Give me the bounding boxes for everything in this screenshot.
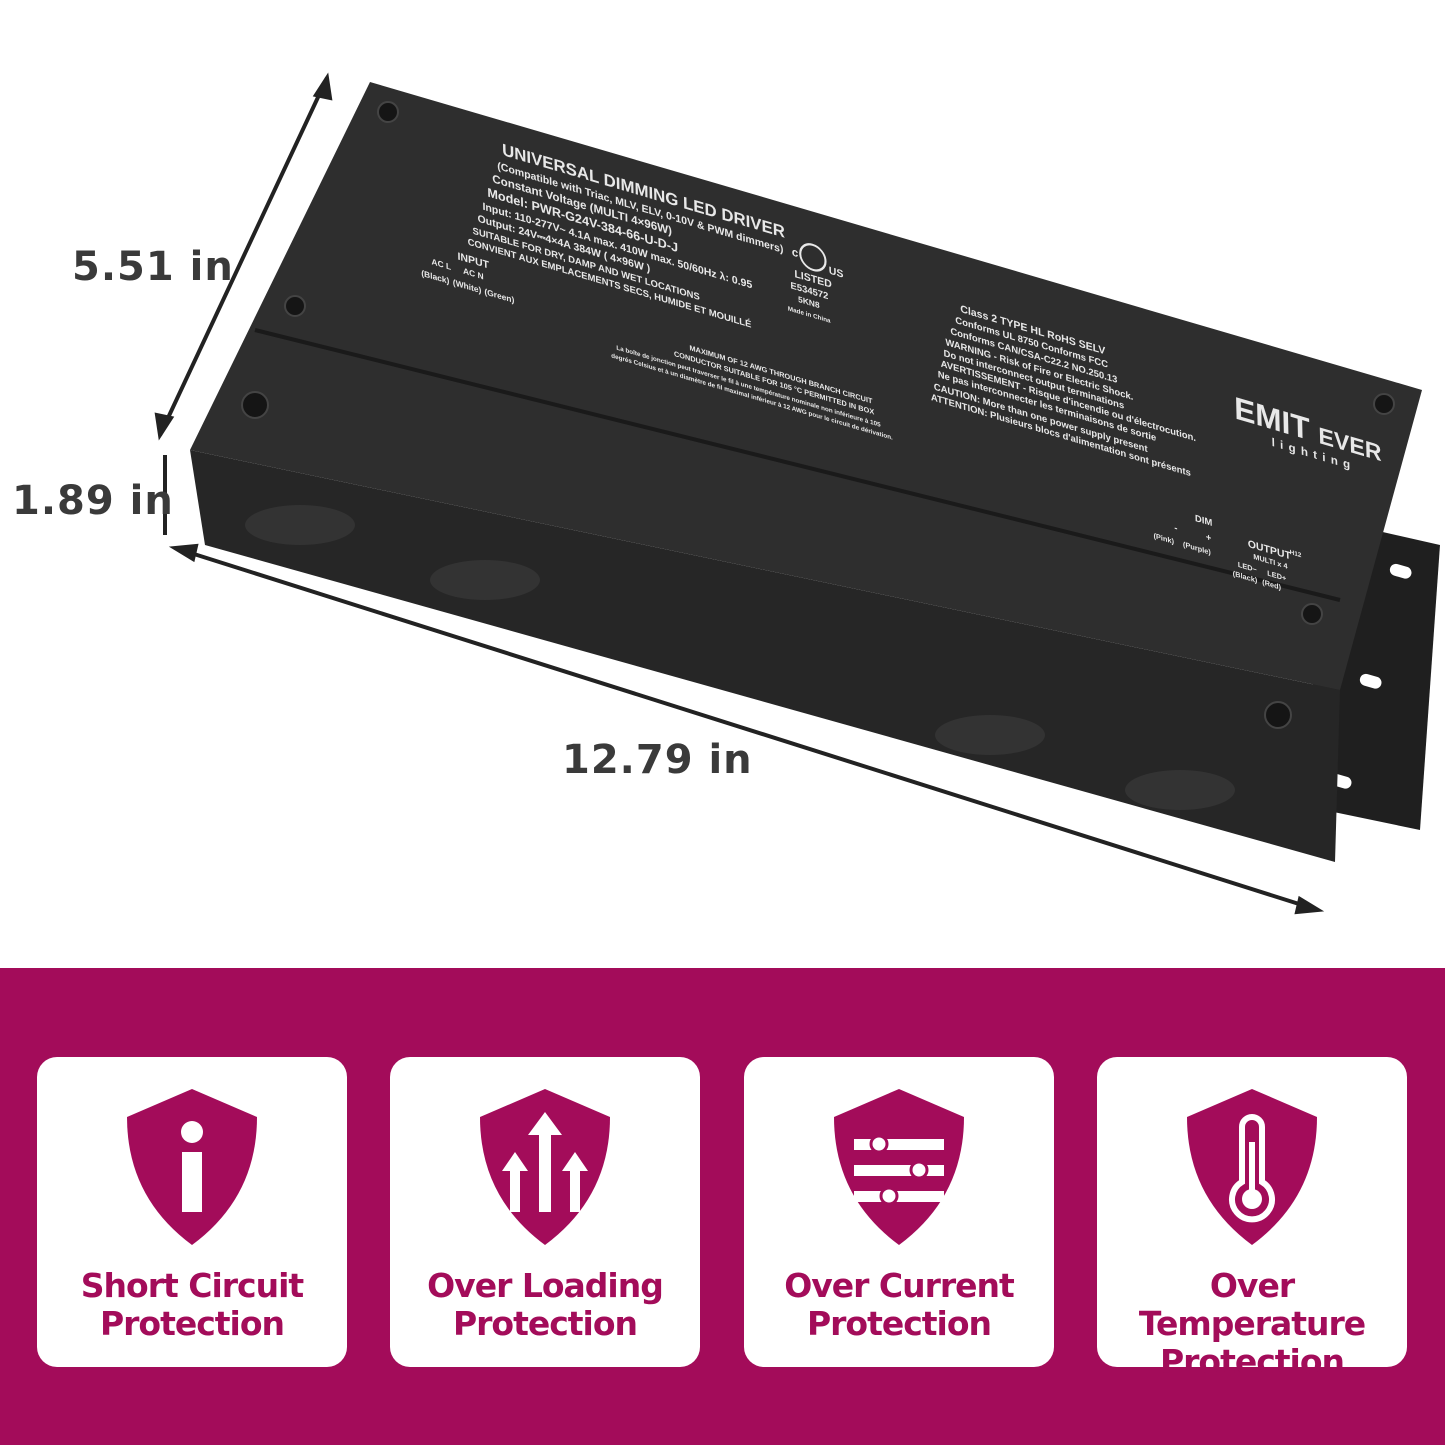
svg-text:H12: H12 bbox=[1290, 549, 1302, 559]
depth-dimension: 5.51 in bbox=[72, 244, 234, 290]
svg-text:c: c bbox=[792, 246, 799, 261]
info-shield-icon bbox=[127, 1089, 257, 1245]
thermometer-shield-icon bbox=[1187, 1089, 1317, 1245]
height-dimension: 1.89 in bbox=[12, 478, 174, 524]
svg-text:US: US bbox=[829, 265, 844, 281]
device-top bbox=[190, 82, 1422, 690]
sliders-shield-icon bbox=[834, 1089, 964, 1245]
svg-text:+: + bbox=[1206, 532, 1212, 544]
arrows-up-shield-icon bbox=[480, 1089, 610, 1245]
svg-text:-: - bbox=[1174, 523, 1177, 535]
dimension-lines bbox=[154, 72, 1325, 915]
led-driver-product-image: UNIVERSAL DIMMING LED DRIVER (Compatible… bbox=[154, 72, 1440, 915]
device-side bbox=[190, 450, 1340, 862]
svg-text:DIM: DIM bbox=[1195, 513, 1213, 529]
screws bbox=[241, 101, 1395, 729]
length-dimension: 12.79 in bbox=[562, 737, 753, 783]
